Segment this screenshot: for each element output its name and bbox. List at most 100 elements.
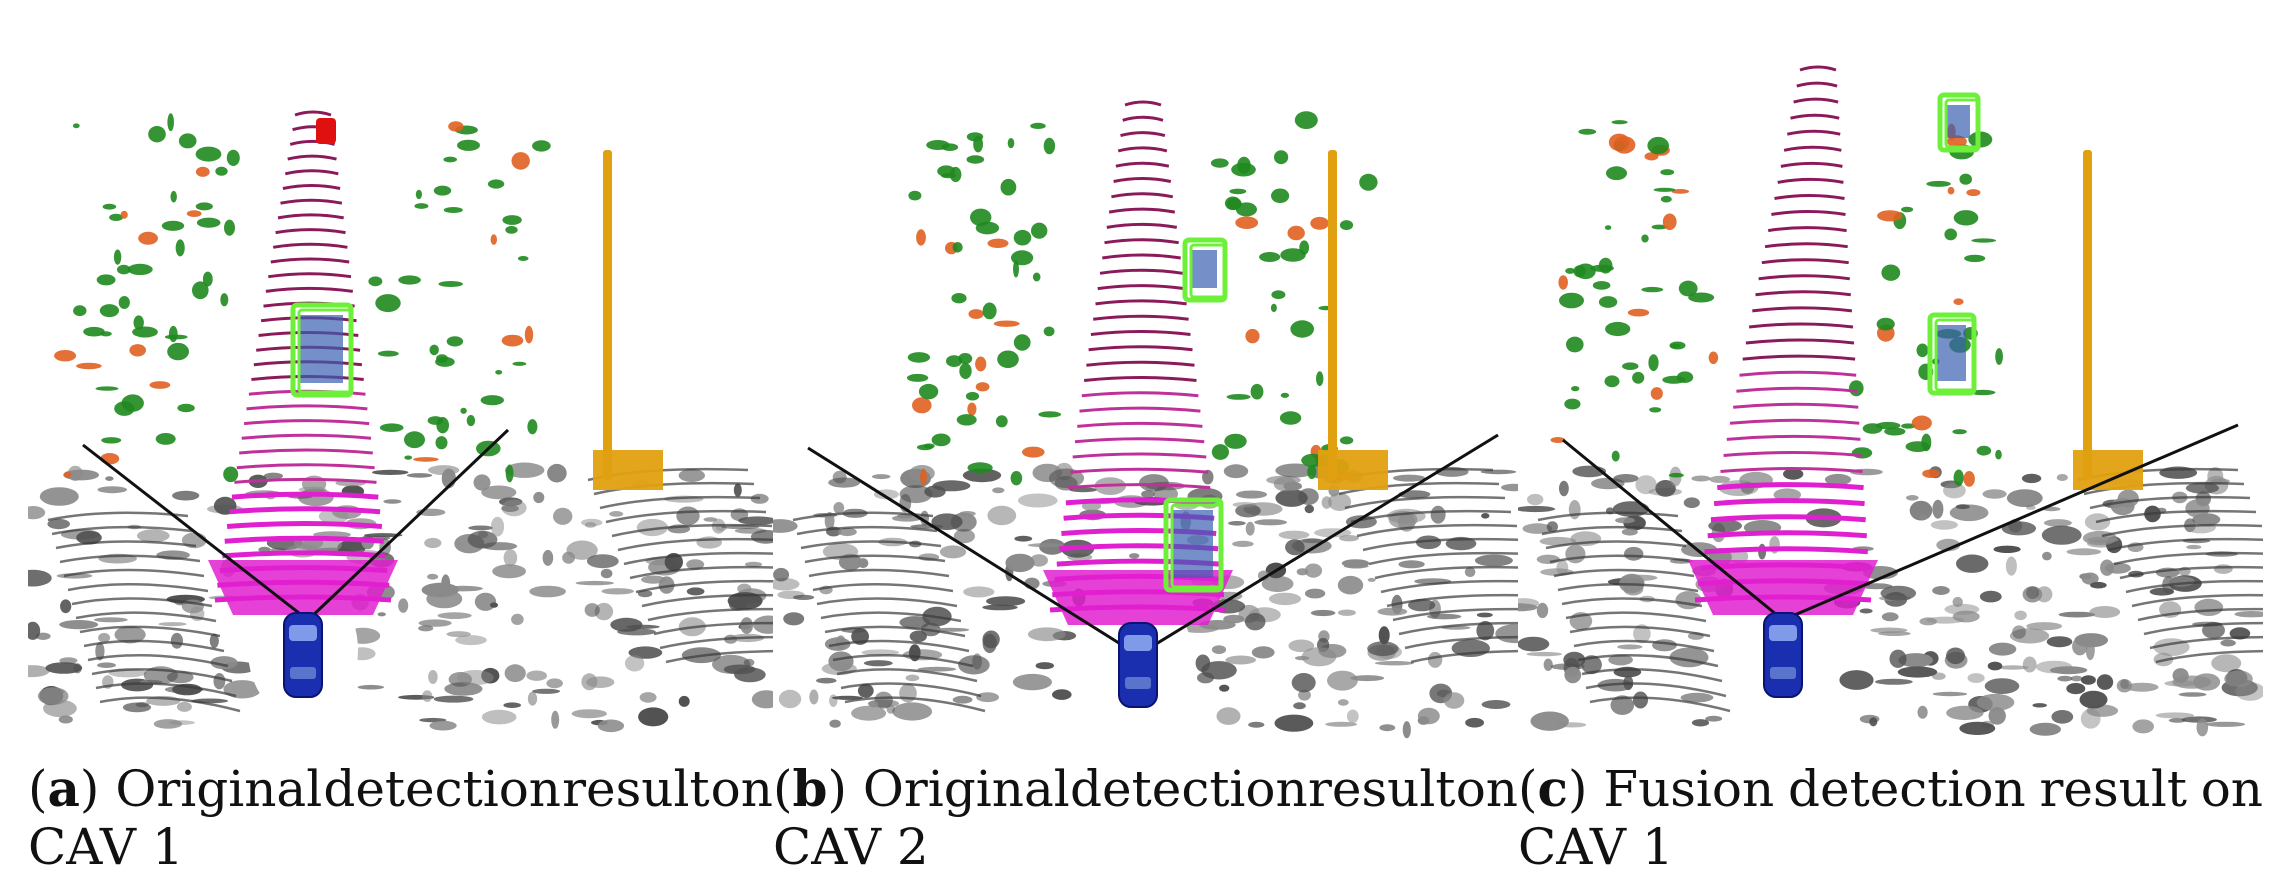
ground-point: [1543, 658, 1553, 671]
vegetation-point: [368, 276, 383, 287]
ground-point: [1930, 520, 1958, 530]
vegetation-point: [912, 397, 932, 414]
vegetation-point: [967, 462, 993, 474]
caption-word: on: [710, 760, 773, 818]
road-scan-line: [1729, 418, 1860, 425]
vegetation-point: [1647, 136, 1669, 155]
ground-point: [609, 511, 624, 517]
ground-stripe: [1344, 495, 1506, 510]
ground-stripe: [844, 696, 986, 713]
ground-stripe: [1374, 565, 1518, 580]
ground-point: [1465, 717, 1484, 728]
car-windshield: [1769, 625, 1797, 641]
ground-point: [1633, 691, 1648, 709]
ground-point: [1481, 700, 1511, 709]
ground-point: [1917, 705, 1928, 719]
road-scan-line: [1786, 129, 1841, 136]
vegetation-point: [527, 419, 538, 435]
ground-point: [2132, 719, 2154, 734]
road-scan-line: [270, 257, 350, 264]
panel-a: (a) Original detection result on CAV 1: [28, 0, 773, 887]
vegetation-point: [975, 382, 990, 392]
ground-point: [437, 612, 472, 619]
vegetation-point: [916, 229, 926, 246]
ground-point: [1987, 661, 2003, 671]
vegetation-point: [966, 155, 985, 164]
vegetation-point: [931, 433, 951, 447]
ground-point: [1501, 483, 1518, 492]
detected-vehicle-points: [1172, 510, 1213, 578]
ground-point: [1346, 709, 1359, 724]
vegetation-point: [1622, 362, 1639, 371]
ground-point: [857, 558, 869, 569]
road-scan-line: [241, 433, 372, 440]
ground-point: [641, 575, 666, 584]
ground-point: [2185, 499, 2210, 518]
vegetation-point: [1259, 252, 1281, 262]
vegetation-point: [1668, 472, 1684, 478]
road-scan-line: [1793, 97, 1839, 104]
road-scan-line: [272, 242, 348, 249]
ground-point: [1984, 678, 2020, 694]
pole-base: [1318, 450, 1388, 490]
ground-point: [1556, 559, 1569, 576]
ground-point: [59, 620, 99, 630]
road-scan-line: [1072, 452, 1207, 459]
vegetation-point: [1235, 202, 1257, 217]
vegetation-points: [906, 111, 1378, 486]
ground-stripe: [796, 525, 938, 536]
road-scan-line: [1095, 299, 1187, 306]
pole-base: [593, 450, 663, 490]
ground-point: [909, 644, 921, 662]
ground-point: [1211, 645, 1227, 654]
vegetation-point: [446, 336, 464, 347]
ground-point: [958, 655, 990, 675]
pole-points: [2073, 150, 2143, 490]
road-scan-line: [1097, 284, 1185, 291]
ground-point: [1976, 693, 2015, 711]
vegetation-point: [1592, 281, 1611, 290]
road-scan-line: [1752, 306, 1853, 313]
ground-point: [1251, 646, 1275, 659]
ground-point: [636, 518, 669, 537]
ground-point: [176, 701, 192, 712]
vegetation-point: [1995, 449, 2002, 460]
ground-point: [962, 468, 1002, 483]
road-scan-line: [1704, 546, 1868, 555]
caption-line2: CAV 2: [773, 818, 929, 876]
ground-point: [2026, 622, 2063, 631]
vegetation-point: [1670, 343, 1681, 349]
ground-point: [566, 540, 598, 560]
ground-stripe: [75, 611, 217, 623]
ground-point: [863, 660, 893, 667]
ground-point: [67, 465, 83, 481]
ground-point: [1959, 721, 1996, 736]
ground-point: [1527, 493, 1544, 506]
vegetation-point: [413, 457, 439, 462]
ground-point: [1617, 644, 1643, 650]
ground-point: [1982, 489, 2007, 499]
ground-stripe: [67, 583, 209, 593]
ground-stripe: [2149, 635, 2263, 650]
ground-point: [526, 670, 547, 681]
ground-stripe: [51, 525, 193, 536]
vegetation-point: [1000, 178, 1017, 196]
ground-point: [1655, 480, 1676, 497]
ground-point: [501, 499, 527, 517]
ground-point: [2168, 718, 2186, 723]
ground-point: [1301, 647, 1337, 667]
caption-label: b: [792, 759, 828, 818]
road-scan-line: [1099, 268, 1183, 275]
vegetation-point: [1211, 444, 1229, 460]
vegetation-point: [1678, 280, 1698, 297]
vegetation-point: [64, 471, 72, 479]
ground-point: [1278, 530, 1310, 540]
road-scan-line: [1739, 370, 1857, 377]
near-road-patch: [1688, 560, 1878, 615]
vegetation-point: [215, 166, 228, 176]
ground-point: [2194, 598, 2224, 617]
vegetation-point: [908, 190, 922, 201]
ground-point: [1248, 721, 1265, 728]
vegetation-point: [1565, 267, 1575, 274]
vegetation-point: [220, 293, 229, 307]
